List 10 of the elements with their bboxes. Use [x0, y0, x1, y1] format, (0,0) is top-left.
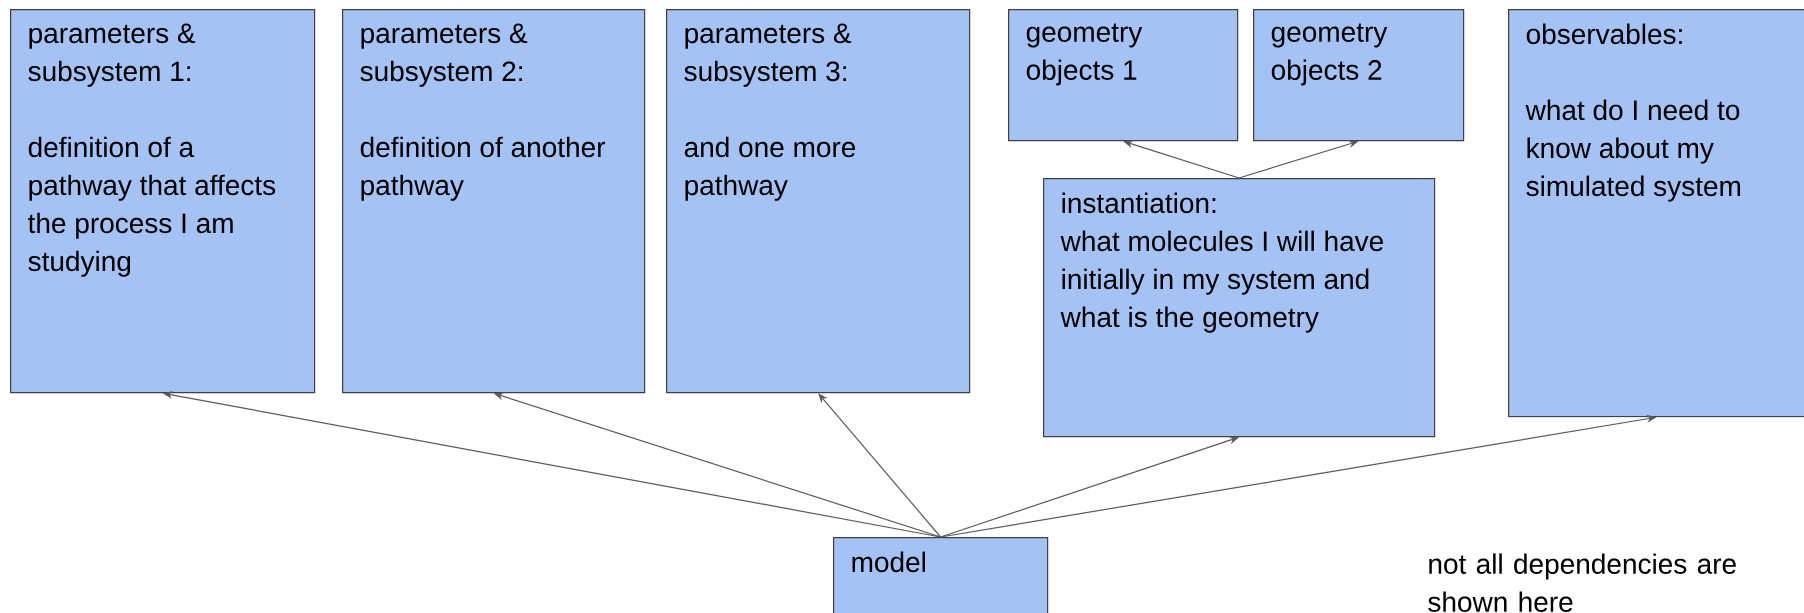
- text-box: geometry objects 1: [1008, 9, 1239, 142]
- text-box: parameters & subsystem 1: definition of a pathway that affects the process I am studying: [10, 9, 316, 394]
- arrow: [818, 393, 942, 538]
- text-box: instantiation: what molecules I will have initially in my system and what is the geometry: [1043, 178, 1436, 438]
- text-box: observables: what do I need to know about my simulated system: [1508, 9, 1804, 418]
- text-box: geometry objects 2: [1253, 9, 1465, 142]
- note-text: not all dependencies are shown here: [1428, 553, 1736, 612]
- text-box: parameters & subsystem 3: and one more pathway: [666, 9, 971, 394]
- text-box: model: [833, 537, 1049, 613]
- text-box: parameters & subsystem 2: definition of another pathway: [342, 9, 646, 394]
